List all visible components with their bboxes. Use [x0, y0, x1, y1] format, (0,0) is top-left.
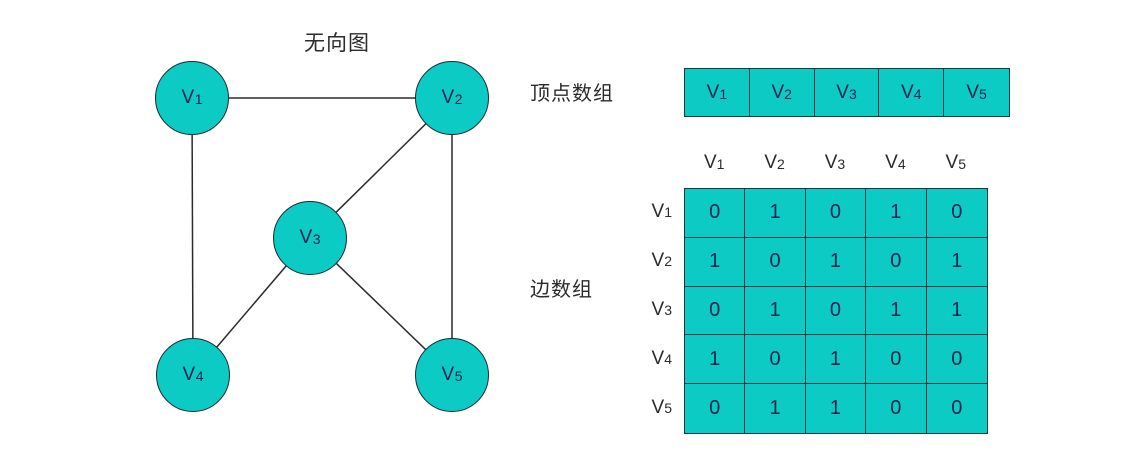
matrix-cell[interactable]: 1 [866, 189, 927, 238]
graph-edge-v2-v3 [334, 122, 428, 214]
graph-node-v3[interactable]: V3 [273, 201, 347, 275]
matrix-cell[interactable]: 1 [805, 384, 867, 433]
matrix-grid: 0 1 0 1 0 1 0 1 0 1 0 1 0 1 1 1 0 1 0 0 0 1 1 0 0 [684, 188, 988, 434]
matrix-cell-value: 0 [709, 397, 721, 420]
matrix-cell[interactable]: 0 [745, 237, 806, 287]
graph-node-label: V3 [299, 227, 321, 248]
vertex-array-cell-label: V4 [901, 81, 922, 103]
matrix-cell[interactable]: 1 [805, 237, 867, 287]
matrix-cell-value: 1 [769, 397, 781, 420]
matrix-cell-value: 0 [951, 397, 963, 420]
matrix-cell[interactable]: 0 [805, 189, 867, 238]
matrix-cell-value: 1 [951, 298, 963, 321]
matrix-cell-value: 1 [709, 347, 721, 370]
matrix-cell-value: 0 [951, 347, 963, 370]
matrix-cell[interactable]: 1 [926, 237, 987, 287]
vertex-array-strip: V1 V2 V3 V4 V5 [684, 68, 1010, 117]
matrix-cell[interactable]: 0 [685, 286, 746, 336]
matrix-cell-value: 0 [829, 201, 842, 224]
matrix-row: 0 1 1 0 0 [685, 384, 987, 433]
graph-edge-v3-v5 [334, 261, 428, 352]
matrix-cell-value: 1 [769, 201, 781, 224]
vertex-array-cell[interactable]: V4 [879, 69, 945, 116]
graph-node-v2[interactable]: V2 [415, 61, 489, 135]
matrix-cell-value: 1 [709, 250, 721, 273]
graph-edge-v1-v4 [191, 132, 194, 341]
vertex-array-label: 顶点数组 [530, 81, 614, 105]
matrix-cell-value: 1 [890, 201, 902, 224]
matrix-cell[interactable]: 1 [745, 189, 806, 238]
matrix-cell[interactable]: 1 [685, 237, 746, 287]
vertex-array-cell[interactable]: V1 [685, 69, 750, 116]
matrix-cell[interactable]: 0 [926, 384, 987, 433]
vertex-array-cell-label: V5 [966, 81, 987, 103]
matrix-cell[interactable]: 0 [805, 286, 867, 336]
matrix-column-header: V2 [764, 152, 785, 173]
matrix-cell[interactable]: 0 [926, 189, 987, 238]
matrix-cell[interactable]: 1 [866, 286, 927, 336]
vertex-array-cell-label: V2 [771, 81, 792, 103]
vertex-array-cell-label: V1 [706, 81, 728, 103]
matrix-cell-value: 0 [890, 397, 902, 420]
matrix-cell-value: 0 [709, 201, 721, 224]
graph-title: 无向图 [304, 31, 370, 55]
matrix-cell-value: 0 [709, 298, 721, 321]
graph-node-label: V5 [441, 364, 463, 385]
graph-node-v5[interactable]: V5 [415, 338, 489, 412]
matrix-cell[interactable]: 0 [745, 335, 806, 385]
matrix-cell[interactable]: 1 [805, 335, 867, 385]
vertex-array-cell[interactable]: V5 [944, 69, 1009, 116]
matrix-row: 1 0 1 0 0 [685, 335, 987, 385]
matrix-cell[interactable]: 0 [866, 237, 927, 287]
matrix-row: 0 1 0 1 1 [685, 286, 987, 336]
graph-edge-layer [191, 97, 453, 352]
matrix-cell-value: 1 [829, 250, 842, 273]
matrix-cell-value: 0 [951, 201, 963, 224]
graph-node-label: V1 [181, 87, 203, 108]
matrix-cell-value: 0 [890, 347, 902, 370]
matrix-column-header: V5 [945, 152, 966, 173]
matrix-column-header: V3 [824, 152, 846, 173]
graph-node-v4[interactable]: V4 [156, 338, 230, 412]
matrix-row: 1 0 1 0 1 [685, 237, 987, 287]
edge-array-label: 边数组 [530, 277, 593, 301]
matrix-cell[interactable]: 1 [745, 286, 806, 336]
matrix-column-header: V1 [703, 152, 725, 173]
matrix-cell-value: 1 [769, 298, 781, 321]
matrix-column-headers: V1 V2 V3 V4 V5 [684, 152, 986, 174]
graph-edge-v3-v4 [215, 264, 288, 349]
matrix-cell-value: 1 [829, 397, 842, 420]
matrix-cell-value: 0 [890, 250, 902, 273]
matrix-cell[interactable]: 0 [926, 335, 987, 385]
vertex-array-cell[interactable]: V2 [749, 69, 815, 116]
matrix-cell-value: 0 [769, 250, 781, 273]
graph-node-label: V2 [441, 87, 463, 108]
matrix-cell-value: 1 [890, 298, 902, 321]
matrix-cell[interactable]: 1 [685, 335, 746, 385]
matrix-cell[interactable]: 0 [866, 335, 927, 385]
graph-node-v1[interactable]: V1 [155, 61, 229, 135]
graph-node-label: V4 [182, 364, 204, 385]
matrix-column-header: V4 [885, 152, 906, 173]
vertex-array-cell-label: V3 [836, 81, 857, 103]
matrix-row: 0 1 0 1 0 [685, 189, 987, 238]
matrix-cell-value: 0 [829, 298, 842, 321]
matrix-cell[interactable]: 1 [926, 286, 987, 336]
matrix-cell-value: 1 [951, 250, 963, 273]
matrix-cell[interactable]: 0 [685, 189, 746, 238]
matrix-cell-value: 1 [829, 347, 842, 370]
matrix-cell[interactable]: 0 [685, 384, 746, 433]
matrix-cell-value: 0 [769, 347, 781, 370]
vertex-array-cell[interactable]: V3 [814, 69, 880, 116]
matrix-cell[interactable]: 1 [745, 384, 806, 433]
matrix-cell[interactable]: 0 [866, 384, 927, 433]
